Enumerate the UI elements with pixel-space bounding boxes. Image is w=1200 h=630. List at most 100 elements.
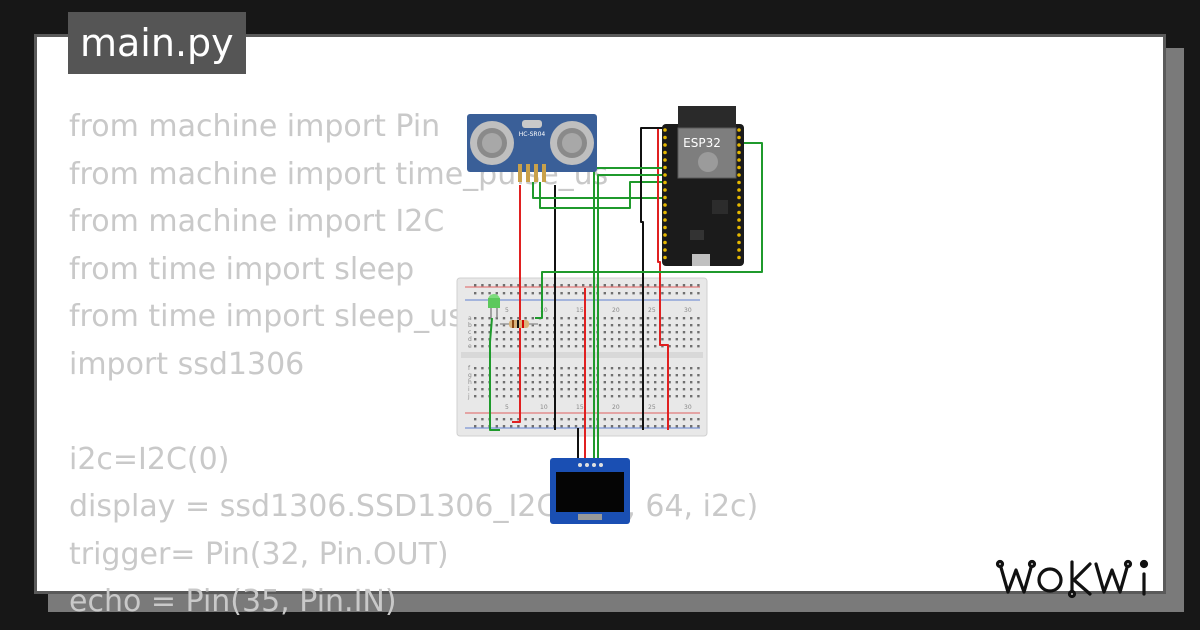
code-line: from machine import I2C xyxy=(69,204,445,239)
breadboard-hole xyxy=(632,381,635,384)
breadboard-hole xyxy=(531,388,534,391)
breadboard-hole xyxy=(574,292,578,295)
breadboard-hole xyxy=(675,284,678,287)
breadboard-hole xyxy=(675,324,678,327)
breadboard-hole xyxy=(538,374,542,377)
breadboard-hole xyxy=(697,292,700,295)
breadboard-hole xyxy=(654,395,657,398)
breadboard-hole xyxy=(610,292,614,295)
esp32-pin xyxy=(663,218,667,222)
breadboard-hole xyxy=(610,317,614,320)
breadboard-hole xyxy=(646,374,650,377)
wire-green[interactable] xyxy=(535,142,763,319)
breadboard-hole xyxy=(546,367,549,370)
breadboard-hole xyxy=(690,345,693,348)
breadboard-hole xyxy=(675,338,678,341)
ultrasonic-sensor[interactable]: HC-SR04 xyxy=(467,114,597,182)
esp32-pin xyxy=(663,150,667,155)
esp32-pin xyxy=(737,255,741,260)
breadboard-hole xyxy=(646,381,650,384)
code-line: from time import sleep_us xyxy=(69,299,464,334)
esp32-pin xyxy=(663,255,667,260)
breadboard-hole xyxy=(502,395,506,398)
esp32-pin xyxy=(663,210,667,215)
esp32-board[interactable]: ESP32 xyxy=(662,106,744,266)
wire-green[interactable] xyxy=(532,182,666,199)
green-led[interactable] xyxy=(488,294,500,318)
breadboard-hole xyxy=(560,425,563,428)
breadboard-hole xyxy=(639,338,642,341)
breadboard-hole xyxy=(567,388,570,391)
breadboard-hole xyxy=(546,317,549,320)
breadboard-hole xyxy=(675,425,678,428)
breadboard-hole xyxy=(510,338,513,341)
breadboard-hole xyxy=(574,374,578,377)
breadboard-hole xyxy=(538,425,542,428)
breadboard-hole xyxy=(610,395,614,398)
wire-black[interactable] xyxy=(640,127,664,430)
breadboard-hole xyxy=(474,284,477,287)
breadboard-hole xyxy=(481,292,484,295)
breadboard-hole xyxy=(567,395,570,398)
breadboard-hole xyxy=(646,388,650,391)
esp32-pin xyxy=(663,128,667,132)
breadboard-hole xyxy=(531,381,534,384)
breadboard-hole xyxy=(510,345,513,348)
breadboard-hole xyxy=(517,338,520,341)
breadboard-hole xyxy=(603,331,606,334)
breadboard-hole xyxy=(661,331,664,334)
breadboard-hole xyxy=(481,388,484,391)
breadboard-hole xyxy=(546,338,549,341)
breadboard-hole xyxy=(690,338,693,341)
breadboard-hole xyxy=(538,388,542,391)
breadboard-hole xyxy=(517,317,520,320)
breadboard-hole xyxy=(610,331,614,334)
wire-green[interactable] xyxy=(489,317,500,431)
breadboard-hole xyxy=(524,331,527,334)
wire-green[interactable] xyxy=(597,174,666,462)
breadboard-hole xyxy=(682,367,686,370)
breadboard-hole xyxy=(632,284,635,287)
breadboard-hole xyxy=(546,418,549,421)
breadboard-hole xyxy=(618,425,621,428)
bb-col-number: 30 xyxy=(684,307,692,314)
bb-col-number: 25 xyxy=(648,307,656,314)
esp32-pin xyxy=(663,225,667,230)
esp32-pin xyxy=(737,195,741,200)
breadboard-hole xyxy=(646,395,650,398)
resistor[interactable] xyxy=(500,320,538,328)
code-line: trigger= Pin(32, Pin.OUT) xyxy=(69,536,449,572)
breadboard-hole xyxy=(610,418,614,421)
breadboard-hole xyxy=(654,317,657,320)
breadboard-hole xyxy=(668,388,671,391)
breadboard-hole xyxy=(510,395,513,398)
breadboard-hole xyxy=(567,317,570,320)
breadboard-hole xyxy=(567,425,570,428)
breadboard-hole xyxy=(682,292,686,295)
bb-row-letter: f xyxy=(468,365,471,372)
breadboard-hole xyxy=(610,345,614,348)
wire-red[interactable] xyxy=(512,185,521,423)
breadboard-hole xyxy=(618,292,621,295)
oled-display[interactable] xyxy=(550,458,630,524)
breadboard-hole xyxy=(603,367,606,370)
breadboard-hole xyxy=(495,367,498,370)
breadboard-hole xyxy=(510,331,513,334)
breadboard-hole xyxy=(495,418,498,421)
esp32-pin xyxy=(737,128,741,132)
breadboard-hole xyxy=(618,324,621,327)
breadboard-hole xyxy=(610,324,614,327)
breadboard-hole xyxy=(690,374,693,377)
breadboard-hole xyxy=(603,425,606,428)
file-tab[interactable]: main.py xyxy=(68,12,246,74)
wire-green[interactable] xyxy=(539,181,666,209)
breadboard-hole xyxy=(567,367,570,370)
wire-red[interactable] xyxy=(657,128,669,430)
breadboard-hole xyxy=(690,292,693,295)
breadboard-hole xyxy=(488,284,491,287)
breadboard-hole xyxy=(646,338,650,341)
breadboard-hole xyxy=(675,292,678,295)
breadboard-hole xyxy=(646,317,650,320)
breadboard-hole xyxy=(632,317,635,320)
